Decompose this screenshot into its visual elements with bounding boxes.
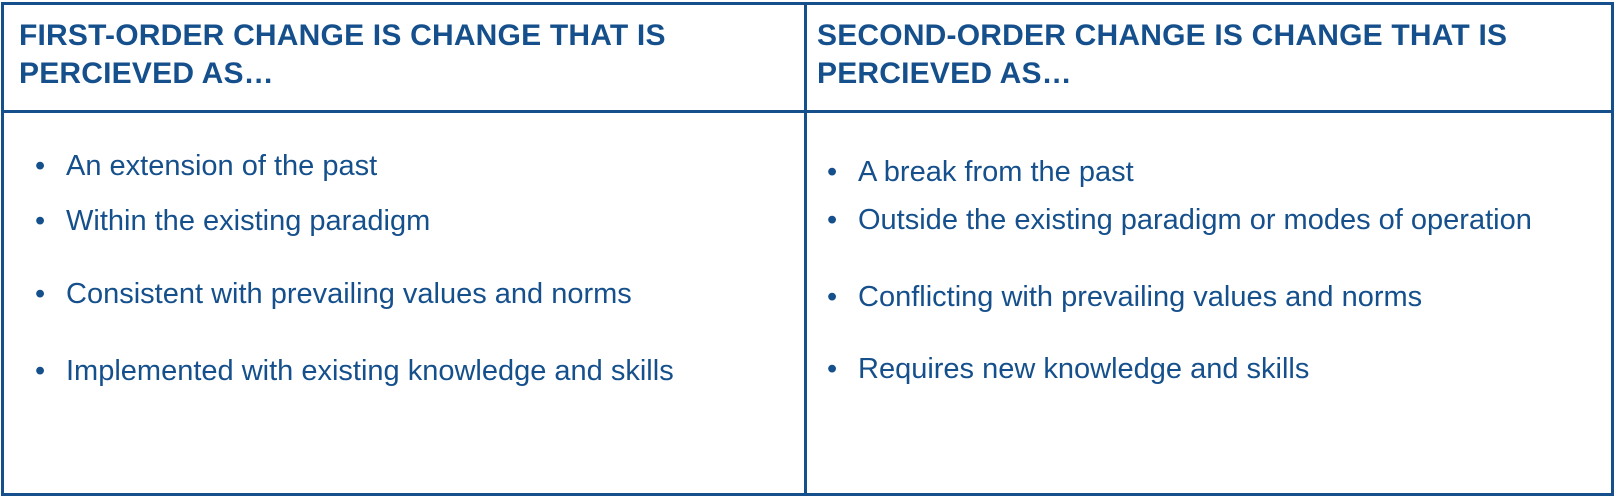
list-item-text: Requires new knowledge and skills — [858, 353, 1310, 385]
bullet-list-second-order: • A break from the past • Outside the ex… — [807, 113, 1611, 388]
bullet-icon: • — [827, 204, 838, 236]
comparison-table: FIRST-ORDER CHANGE IS CHANGE THAT IS PER… — [1, 2, 1614, 496]
list-item-text: Within the existing paradigm — [66, 205, 431, 237]
column-header-second-order: SECOND-ORDER CHANGE IS CHANGE THAT IS PE… — [807, 5, 1611, 113]
column-body-first-order: • An extension of the past • Within the … — [4, 113, 807, 493]
bullet-icon: • — [35, 205, 46, 237]
list-item: • Requires new knowledge and skills — [827, 350, 1571, 388]
list-item: • An extension of the past — [35, 147, 774, 185]
list-item: • Within the existing paradigm — [35, 202, 774, 240]
list-item-text: An extension of the past — [66, 150, 378, 182]
list-item: • Outside the existing paradigm or modes… — [827, 201, 1571, 239]
list-item-text: Conflicting with prevailing values and n… — [858, 281, 1423, 313]
bullet-icon: • — [827, 156, 838, 188]
bullet-icon: • — [35, 150, 46, 182]
list-item-text: Consistent with prevailing values and no… — [66, 278, 632, 310]
list-item: • Conflicting with prevailing values and… — [827, 278, 1571, 316]
list-item-text: Outside the existing paradigm or modes o… — [858, 204, 1532, 236]
column-header-first-order: FIRST-ORDER CHANGE IS CHANGE THAT IS PER… — [4, 5, 807, 113]
bullet-icon: • — [827, 281, 838, 313]
column-body-second-order: • A break from the past • Outside the ex… — [807, 113, 1611, 493]
list-item: • Consistent with prevailing values and … — [35, 275, 774, 313]
bullet-list-first-order: • An extension of the past • Within the … — [4, 113, 804, 390]
list-item: • Implemented with existing knowledge an… — [35, 352, 774, 390]
list-item: • A break from the past — [827, 153, 1571, 191]
list-item-text: A break from the past — [858, 156, 1134, 188]
bullet-icon: • — [827, 353, 838, 385]
bullet-icon: • — [35, 278, 46, 310]
bullet-icon: • — [35, 355, 46, 387]
list-item-text: Implemented with existing knowledge and … — [66, 355, 674, 387]
